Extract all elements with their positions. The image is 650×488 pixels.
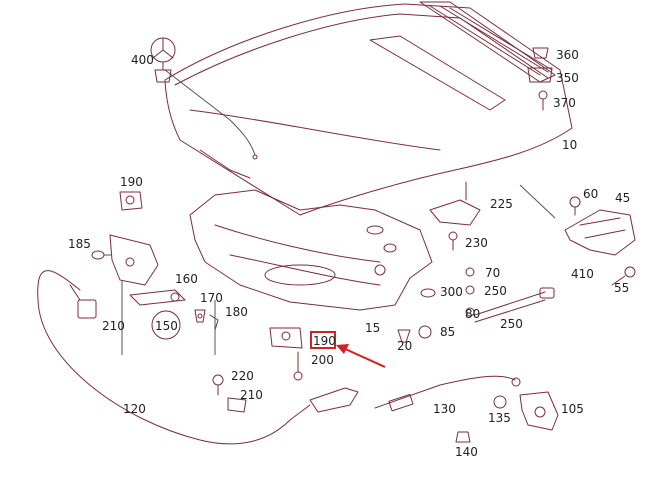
label-180: 180 — [225, 305, 248, 319]
cable-handle — [309, 375, 521, 413]
label-190-highlighted[interactable]: 190 — [313, 334, 336, 348]
small-parts — [212, 47, 636, 443]
release-bracket — [91, 234, 159, 286]
label-225: 225 — [490, 197, 513, 211]
label-360: 360 — [556, 48, 579, 62]
label-85: 85 — [440, 325, 455, 339]
highlight-box — [310, 331, 336, 349]
label-105: 105 — [561, 402, 584, 416]
label-60: 60 — [583, 187, 598, 201]
hood — [164, 1, 573, 216]
lever-assembly — [121, 280, 219, 355]
label-210-bottom: 210 — [240, 388, 263, 402]
label-230: 230 — [465, 236, 488, 250]
release-cable — [37, 270, 311, 445]
hood-insulation-mat — [189, 189, 433, 311]
label-160: 160 — [175, 272, 198, 286]
label-400: 400 — [131, 53, 154, 67]
label-190-top: 190 — [120, 175, 143, 189]
label-185: 185 — [68, 237, 91, 251]
label-20: 20 — [397, 339, 412, 353]
label-135: 135 — [488, 411, 511, 425]
label-80: 80 — [465, 307, 480, 321]
label-10: 10 — [562, 138, 577, 152]
label-220: 220 — [231, 369, 254, 383]
label-170: 170 — [200, 291, 223, 305]
label-140: 140 — [455, 445, 478, 459]
label-210-left: 210 — [102, 319, 125, 333]
label-350: 350 — [556, 71, 579, 85]
label-410: 410 — [571, 267, 594, 281]
star-emblem-part — [150, 37, 176, 83]
label-250-mid: 250 — [484, 284, 507, 298]
label-130: 130 — [433, 402, 456, 416]
label-120: 120 — [123, 402, 146, 416]
label-370: 370 — [553, 96, 576, 110]
label-70: 70 — [485, 266, 500, 280]
label-200: 200 — [311, 353, 334, 367]
label-55: 55 — [614, 281, 629, 295]
label-300: 300 — [440, 285, 463, 299]
hood-latch — [519, 391, 559, 431]
label-250-right: 250 — [500, 317, 523, 331]
highlight-arrow — [336, 344, 386, 368]
label-15: 15 — [365, 321, 380, 335]
label-150: 150 — [155, 319, 178, 333]
latch-part-left — [119, 191, 143, 211]
hood-hinge — [564, 196, 636, 256]
label-45: 45 — [615, 191, 630, 205]
